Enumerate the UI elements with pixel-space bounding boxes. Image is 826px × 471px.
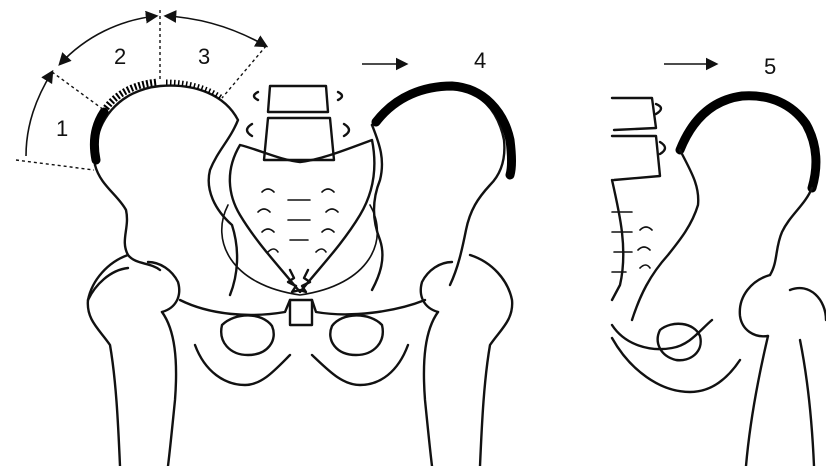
oblique-vertebra xyxy=(612,98,665,180)
oblique-pubis xyxy=(612,320,740,392)
sacral-foramina-left xyxy=(258,189,278,252)
left-obturator-foramen xyxy=(221,315,274,355)
radial-line-b xyxy=(52,72,104,110)
sacral-midline xyxy=(288,200,310,240)
ischial-lower-outline xyxy=(195,345,408,385)
front-pelvis xyxy=(88,86,512,466)
left-femur-shaft xyxy=(88,255,176,466)
pelvic-inlet xyxy=(222,205,378,295)
zone-4-heavy-arc xyxy=(376,86,512,175)
coccyx xyxy=(288,270,310,292)
right-ilium-outline xyxy=(372,88,504,285)
left-femoral-head xyxy=(148,262,179,312)
oblique-pelvis xyxy=(612,96,826,466)
zone-4-label: 4 xyxy=(474,50,486,72)
right-obturator-foramen xyxy=(330,315,383,355)
sacrum-outline xyxy=(230,140,375,292)
zone-5-label: 5 xyxy=(764,56,776,78)
oblique-femoral-head xyxy=(740,275,770,336)
pubic-symphysis xyxy=(290,300,312,325)
radial-line-d xyxy=(222,46,266,98)
oblique-obturator xyxy=(658,324,701,361)
oblique-sacrum-edge xyxy=(612,180,623,300)
zone-2-label: 2 xyxy=(114,46,126,68)
right-femoral-head xyxy=(421,262,452,312)
pubic-ramus xyxy=(180,300,425,315)
radial-line-a xyxy=(16,160,94,170)
zone-1-label: 1 xyxy=(56,118,68,140)
zone-5-heavy-arc xyxy=(680,96,816,188)
right-femur-shaft xyxy=(424,255,512,466)
zone-3-label: 3 xyxy=(198,46,210,68)
zone-1-span-arc xyxy=(26,72,52,156)
lumbar-vertebra-lower xyxy=(247,118,349,160)
oblique-sacrum xyxy=(612,212,652,272)
zone-2-span-arc xyxy=(60,16,156,64)
sacral-foramina-right xyxy=(316,189,338,252)
zone-1-heavy-arc xyxy=(94,112,104,160)
left-ilium-outline xyxy=(95,86,238,295)
zone-3-span-arc xyxy=(166,16,266,46)
oblique-femur-shaft xyxy=(746,288,826,466)
lumbar-vertebra-upper xyxy=(254,86,342,112)
